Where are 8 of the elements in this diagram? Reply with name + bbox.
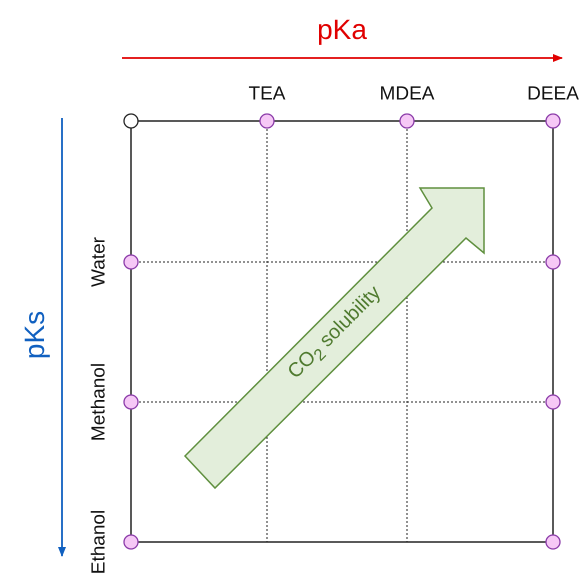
column-label: DEEA	[527, 84, 579, 104]
axis-title: pKs	[21, 310, 49, 360]
row-label: Methanol	[90, 362, 108, 442]
column-label: MDEA	[380, 84, 434, 104]
axis-title: pKa	[317, 16, 367, 44]
row-label: Water	[90, 237, 108, 287]
row-label: Ethanol	[90, 510, 108, 574]
column-label: TEA	[248, 84, 286, 104]
